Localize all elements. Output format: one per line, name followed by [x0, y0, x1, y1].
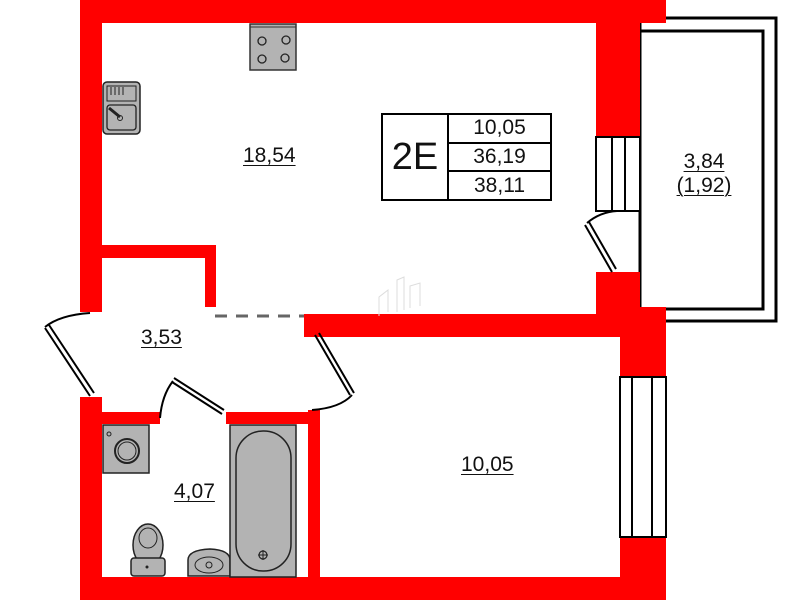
balcony-area-value: 3,84: [683, 150, 725, 173]
doors: [44, 210, 618, 419]
living-area-value: 10,05: [449, 115, 550, 144]
balcony-area-label: 3,84 (1,92): [664, 150, 744, 198]
sink-icon: [102, 81, 141, 135]
walls: [80, 0, 666, 600]
washing-machine-icon: [102, 424, 150, 474]
kitchen-living-area-label: 18,54: [243, 144, 296, 167]
bathtub-icon: [229, 424, 297, 578]
washbasin-icon: [187, 548, 231, 577]
stove-icon: [249, 23, 297, 71]
hallway-area-label: 3,53: [141, 326, 182, 349]
total-area-with-balcony-value: 38,11: [474, 173, 525, 197]
bedroom-area-label: 10,05: [461, 453, 514, 476]
apartment-type: 2E: [383, 115, 449, 199]
total-area-value: 36,19: [449, 144, 550, 173]
window-balcony-door: [595, 136, 641, 212]
window-bedroom: [619, 376, 667, 538]
toilet-icon: [130, 523, 166, 577]
watermark-logo: [378, 276, 421, 316]
balcony-reduced-area-value: (1,92): [676, 174, 732, 198]
apartment-summary-table: 2E 10,05 36,19 38,11: [381, 113, 552, 201]
bathroom-area-label: 4,07: [174, 480, 215, 503]
